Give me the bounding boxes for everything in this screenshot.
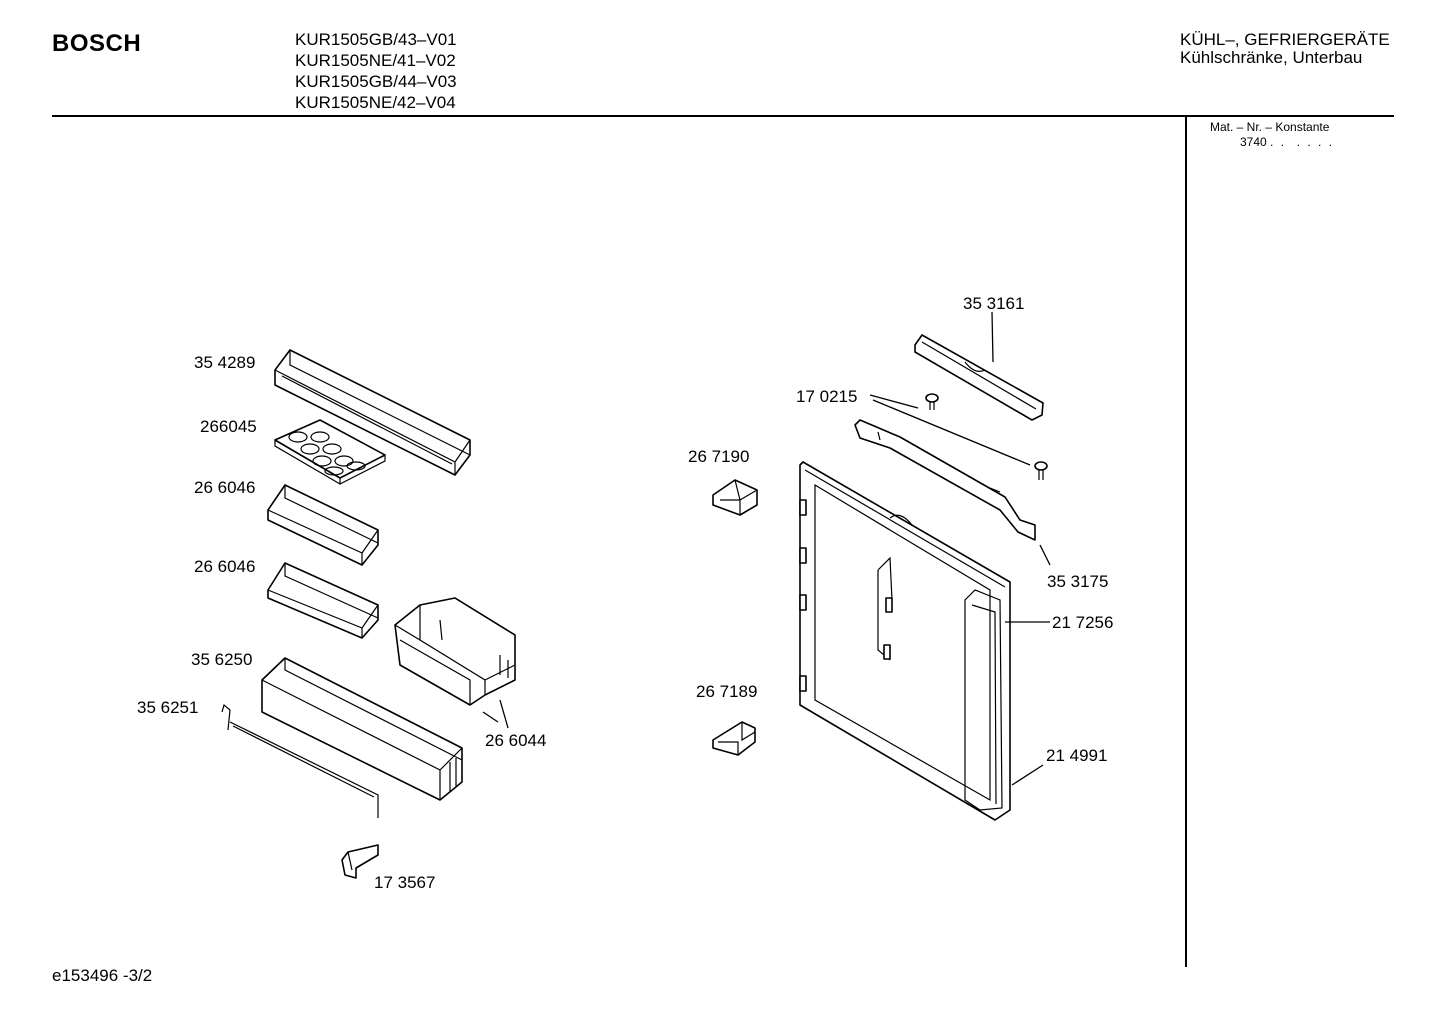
label-354289: 35 4289 [194,353,255,372]
label-266045: 266045 [200,417,257,436]
part-clip-173567[interactable] [341,844,379,879]
drawing-code: e153496 -3/2 [52,966,153,985]
mat-nr-value: 3740 . . . . . . [1240,135,1334,149]
sidebar-divider [1185,117,1187,967]
leader-353161 [991,311,994,363]
brand-logo: BOSCH [52,30,142,57]
part-container-266044[interactable] [394,597,516,706]
part-hinge-267190[interactable] [712,479,758,516]
part-door-handle [877,556,893,661]
category-subtitle: Kühlschränke, Unterbau [1180,48,1363,67]
label-267190: 26 7190 [688,447,749,466]
part-screw-170215-b[interactable] [1034,461,1048,480]
label-214991: 21 4991 [1046,746,1107,765]
part-hinge-bracket-353175[interactable] [854,419,1036,541]
model-number-3: KUR1505GB/44–V03 [295,72,457,91]
label-267189: 26 7189 [696,682,757,701]
label-173567: 17 3567 [374,873,435,892]
part-bottle-rail-356251[interactable] [221,703,379,818]
mat-nr-header: Mat. – Nr. – Konstante [1210,120,1330,134]
model-number-2: KUR1505NE/41–V02 [295,51,456,70]
mat-nr-number: 3740 [1240,135,1267,149]
label-356250: 35 6250 [191,650,252,669]
leader-214991 [1011,764,1044,786]
label-353161: 35 3161 [963,294,1024,313]
label-217256: 21 7256 [1052,613,1113,632]
model-number-1: KUR1505GB/43–V01 [295,30,457,49]
label-266046-a: 26 6046 [194,478,255,497]
mat-nr-dots: . . . . . . [1270,135,1335,149]
part-hinge-267189[interactable] [712,721,756,756]
part-small-shelf-266046-a[interactable] [267,484,379,566]
label-353175: 35 3175 [1047,572,1108,591]
part-egg-tray-266045[interactable] [274,419,386,486]
part-bottle-shelf-356250[interactable] [261,657,463,801]
label-356251: 35 6251 [137,698,198,717]
part-door-frame-214991[interactable] [799,461,1011,821]
part-small-shelf-266046-b[interactable] [267,562,379,639]
model-number-4: KUR1505NE/42–V04 [295,93,456,112]
label-266044: 26 6044 [485,731,546,750]
leader-266044 [482,699,509,729]
leader-170215 [869,394,1031,466]
category-title: KÜHL–, GEFRIERGERÄTE [1180,30,1390,49]
part-top-cover-353161[interactable] [914,334,1044,421]
label-266046-b: 26 6046 [194,557,255,576]
label-170215: 17 0215 [796,387,857,406]
part-screw-170215-a[interactable] [925,393,939,410]
header-divider [52,115,1394,117]
leader-353175 [1039,544,1051,566]
part-shelf-354289[interactable] [274,349,471,476]
